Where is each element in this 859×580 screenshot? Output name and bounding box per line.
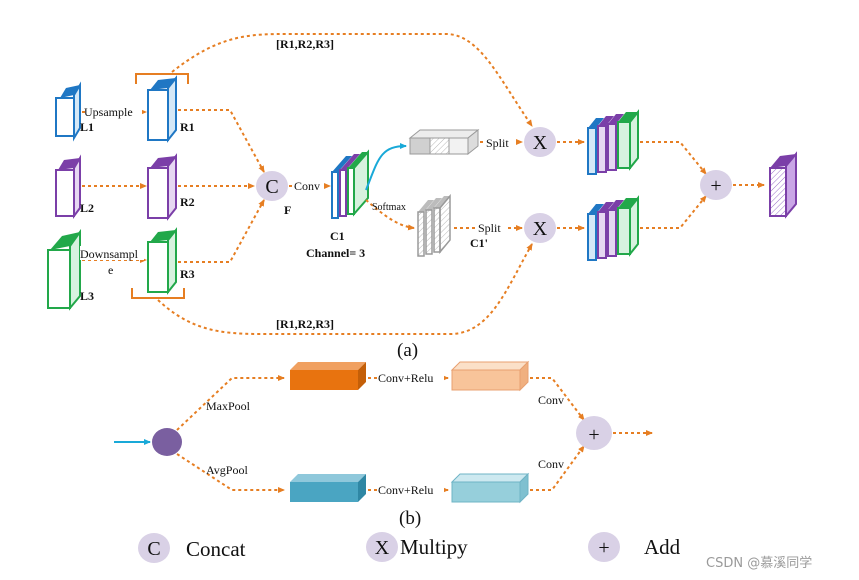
r1-feature-map (147, 75, 177, 143)
conv-top-arrow (530, 377, 585, 421)
split-top-label-bg (484, 135, 514, 149)
r3-to-concat-arrow (178, 199, 265, 263)
l2-feature-map (55, 154, 81, 219)
multiply-top-node (524, 127, 556, 157)
r2-feature-map (147, 153, 177, 221)
legend-concat-label: Concat (186, 537, 246, 561)
top-bypass-arrow (171, 33, 533, 127)
r2-label: R2 (180, 195, 195, 209)
add-node-a (700, 170, 732, 200)
conv-relu-bottom-label-bg (378, 482, 444, 496)
l2-label: L2 (80, 201, 94, 215)
avgpool-label: AvgPool (206, 463, 248, 477)
f-label: F (284, 203, 291, 217)
legend-multiply-icon (366, 532, 398, 562)
output-feature-map (769, 151, 797, 219)
l3-label: L3 (80, 289, 94, 303)
legend-concat-symbol: C (147, 538, 160, 560)
legend-concat-icon (138, 533, 170, 563)
weighted-bottom-stack (587, 195, 639, 261)
maxpool-label: MaxPool (206, 399, 251, 413)
softmax-top-arrow (365, 143, 407, 191)
watermark: CSDN @慕溪同学 (706, 555, 812, 571)
concat-node (256, 171, 288, 201)
top-to-add-arrow (640, 141, 707, 175)
r3-label: R3 (180, 267, 195, 281)
conv-relu-top-label-bg (378, 370, 444, 384)
legend-add-label: Add (644, 535, 681, 559)
top-bypass-label: [R1,R2,R3] (276, 37, 334, 51)
concat-symbol: C (265, 176, 278, 198)
conv-relu-bottom-label: Conv+Relu (378, 483, 433, 497)
caption-b: (b) (399, 508, 421, 529)
l1-label: L1 (80, 120, 94, 134)
conv-top-label: Conv (538, 393, 564, 407)
multiply-bottom-symbol: X (533, 218, 548, 240)
conv-bottom-arrow (530, 445, 585, 491)
c1-label: C1 (330, 229, 345, 243)
legend-multiply-symbol: X (375, 537, 390, 559)
l3-feature-map (47, 228, 81, 311)
downsample-label-bg (80, 246, 144, 260)
conv-relu-top-label: Conv+Relu (378, 371, 433, 385)
l1-feature-map (55, 81, 81, 142)
conv-label: Conv (294, 179, 320, 193)
legend-multiply-label: Multipy (400, 535, 468, 559)
caption-a: (a) (397, 340, 418, 361)
c1-feature-stack (331, 149, 369, 219)
upsample-label-bg (86, 104, 142, 119)
maxpool-conv-block (450, 360, 530, 392)
upsample-label: Upsample (84, 105, 133, 119)
legend-add-symbol: + (598, 537, 609, 559)
downsample-label-line2: e (108, 263, 113, 277)
c1-prime-label: C1' (470, 236, 488, 250)
channel-label: Channel= 3 (306, 246, 365, 260)
c1-prime-stack (417, 193, 451, 257)
split-bottom-label-bg (476, 220, 506, 234)
weighted-top-stack (587, 109, 639, 175)
softmax-label: Softmax (372, 202, 406, 213)
add-symbol-a: + (710, 175, 721, 197)
downsample-label-line1: Downsampl (80, 247, 139, 261)
top-bracket (135, 73, 189, 84)
bottom-bracket (131, 288, 185, 299)
legend-add-icon (588, 532, 620, 562)
r3-feature-map (147, 227, 177, 295)
avgpool-block (290, 474, 366, 502)
multiply-top-symbol: X (533, 132, 548, 154)
split-bottom-label: Split (478, 221, 501, 235)
add-node-b (576, 416, 612, 450)
split-top-label: Split (486, 136, 509, 150)
bottom-bypass-label: [R1,R2,R3] (276, 317, 334, 331)
maxpool-arrow (176, 375, 285, 431)
conv-bottom-label: Conv (538, 457, 564, 471)
add-symbol-b: + (588, 424, 599, 446)
top-weight-blocks (408, 128, 480, 156)
input-node-b (152, 428, 182, 456)
r1-label: R1 (180, 120, 195, 134)
bottom-bypass-arrow (157, 243, 533, 335)
conv-label-bg (294, 178, 324, 192)
maxpool-block (290, 362, 366, 390)
avgpool-conv-block (450, 472, 530, 504)
multiply-bottom-node (524, 213, 556, 243)
bottom-to-add-arrow (640, 195, 707, 229)
